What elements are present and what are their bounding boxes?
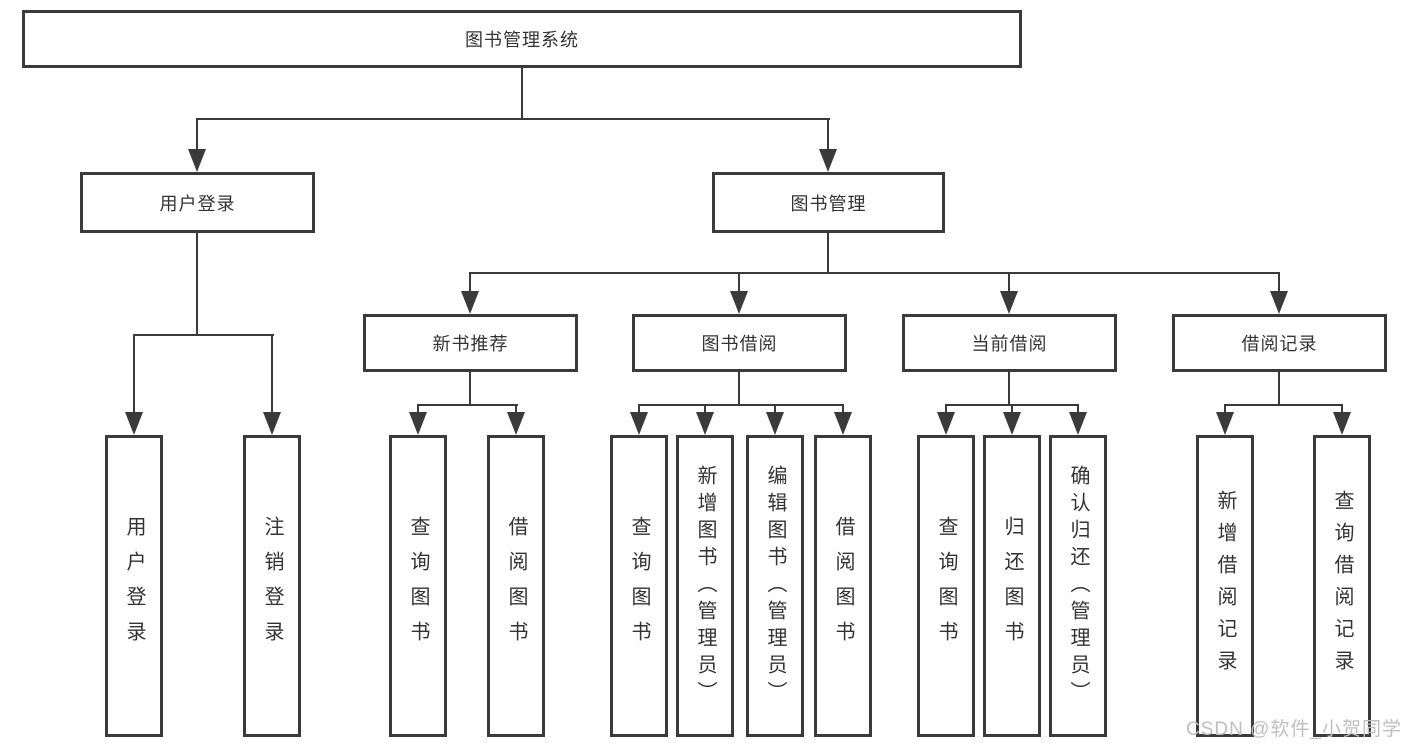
node-label: 图书管理系统: [465, 30, 579, 50]
arrow-down-icon: [937, 412, 955, 435]
leaf-label: 查询图书: [935, 516, 957, 656]
connector-drop-leaf: [638, 404, 640, 414]
arrow-down-icon: [696, 412, 714, 435]
leaf-edit-books-admin: 编辑图书（管理员）: [746, 435, 804, 737]
connector-root-stem: [521, 68, 523, 120]
connector-drop-current-borrow: [1008, 272, 1010, 294]
leaf-add-borrow-record: 新增借阅记录: [1196, 435, 1254, 737]
connector-book-borrow-bus: [638, 404, 844, 406]
leaf-label: 查询图书: [407, 516, 429, 656]
leaf-borrow-books: 借阅图书: [814, 435, 872, 737]
node-book-management: 图书管理: [712, 172, 945, 233]
leaf-return-books: 归还图书: [983, 435, 1041, 737]
connector-drop-leaf: [704, 404, 706, 414]
leaf-add-books-admin: 新增图书（管理员）: [676, 435, 734, 737]
leaf-label: 查询借阅记录: [1331, 490, 1353, 682]
node-label: 新书推荐: [432, 334, 509, 354]
connector-new-book-bus: [417, 404, 518, 406]
node-user-login: 用户登录: [80, 172, 315, 233]
connector-drop-user-login: [196, 118, 198, 151]
connector-drop-leaf: [945, 404, 947, 414]
leaf-confirm-return-admin: 确认归还（管理员）: [1049, 435, 1107, 737]
leaf-query-borrow-record: 查询借阅记录: [1313, 435, 1371, 737]
leaf-label: 编辑图书（管理员）: [764, 464, 786, 708]
leaf-logout: 注销登录: [243, 435, 301, 737]
connector-drop-book-borrow: [738, 272, 740, 294]
leaf-label: 新增借阅记录: [1214, 490, 1236, 682]
leaf-query-books: 查询图书: [610, 435, 668, 737]
node-label: 借阅记录: [1241, 334, 1318, 354]
leaf-label: 注销登录: [261, 516, 283, 656]
connector-current-borrow-stem: [1008, 372, 1010, 406]
node-current-borrowing: 当前借阅: [902, 314, 1117, 372]
node-new-book-recommendation: 新书推荐: [363, 314, 578, 372]
leaf-label: 新增图书（管理员）: [694, 464, 716, 708]
node-label: 图书借阅: [701, 334, 778, 354]
connector-drop-leaf: [774, 404, 776, 414]
arrow-down-icon: [766, 412, 784, 435]
node-label: 图书管理: [790, 193, 867, 214]
arrow-down-icon: [125, 412, 143, 435]
connector-drop-leaf: [1011, 404, 1013, 414]
arrow-down-icon: [1000, 291, 1018, 314]
connector-book-borrow-stem: [738, 372, 740, 406]
connector-drop-borrow-record: [1278, 272, 1280, 294]
leaf-label: 查询图书: [628, 516, 650, 656]
connector-drop-leaf: [515, 404, 517, 414]
node-library-management-system: 图书管理系统: [22, 10, 1022, 68]
leaf-label: 借阅图书: [505, 516, 527, 656]
arrow-down-icon: [834, 412, 852, 435]
leaf-label: 借阅图书: [832, 516, 854, 656]
connector-new-book-stem: [469, 372, 471, 406]
connector-drop-login-leaf: [133, 334, 135, 414]
connector-drop-leaf: [417, 404, 419, 414]
arrow-down-icon: [507, 412, 525, 435]
arrow-down-icon: [630, 412, 648, 435]
arrow-down-icon: [461, 291, 479, 314]
arrow-down-icon: [409, 412, 427, 435]
csdn-watermark: CSDN @软件_小贺同学: [1186, 719, 1402, 740]
connector-drop-leaf: [842, 404, 844, 414]
leaf-query-books: 查询图书: [389, 435, 447, 737]
leaf-label: 确认归还（管理员）: [1067, 464, 1089, 708]
connector-drop-book-management: [827, 118, 829, 151]
arrow-down-icon: [730, 291, 748, 314]
node-label: 用户登录: [159, 193, 236, 214]
arrow-down-icon: [1216, 412, 1234, 435]
connector-borrow-record-stem: [1278, 372, 1280, 406]
connector-book-mgmt-bus: [469, 272, 1280, 274]
node-borrowing-records: 借阅记录: [1172, 314, 1387, 372]
connector-drop-new-book: [469, 272, 471, 294]
leaf-label: 归还图书: [1001, 516, 1023, 656]
arrow-down-icon: [263, 412, 281, 435]
leaf-query-books: 查询图书: [917, 435, 975, 737]
connector-book-mgmt-stem: [827, 233, 829, 274]
arrow-down-icon: [1069, 412, 1087, 435]
leaf-label: 用户登录: [123, 516, 145, 656]
connector-user-login-bus: [133, 334, 274, 336]
arrow-down-icon: [1333, 412, 1351, 435]
connector-root-bus: [196, 118, 830, 120]
connector-drop-leaf: [1341, 404, 1343, 414]
connector-borrow-record-bus: [1224, 404, 1343, 406]
node-label: 当前借阅: [971, 334, 1048, 354]
arrow-down-icon: [1003, 412, 1021, 435]
arrow-down-icon: [188, 149, 206, 172]
connector-user-login-stem: [196, 233, 198, 336]
arrow-down-icon: [819, 149, 837, 172]
connector-drop-logout-leaf: [271, 334, 273, 414]
leaf-borrow-books: 借阅图书: [487, 435, 545, 737]
node-book-borrowing: 图书借阅: [632, 314, 847, 372]
connector-drop-leaf: [1077, 404, 1079, 414]
arrow-down-icon: [1270, 291, 1288, 314]
connector-drop-leaf: [1224, 404, 1226, 414]
leaf-user-login: 用户登录: [105, 435, 163, 737]
